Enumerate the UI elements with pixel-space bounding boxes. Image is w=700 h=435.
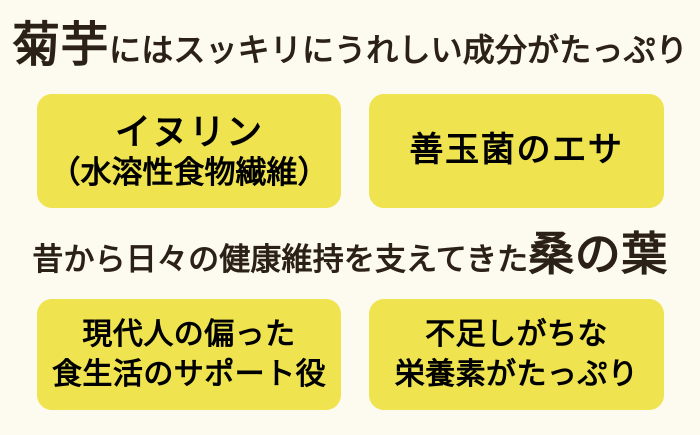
heading-kuwanoha-inner: 昔から日々の健康維持を支えてきた桑の葉	[32, 228, 667, 293]
heading-kikuimo: 菊芋にはスッキリにうれしい成分がたっぷり	[0, 18, 700, 74]
card-good-bacteria: 善玉菌のエサ	[369, 94, 664, 208]
card-modern-diet-line-2: 食生活のサポート役	[51, 357, 327, 391]
card-nutrients-line-1: 不足しがちな	[425, 317, 608, 351]
card-modern-diet: 現代人の偏った 食生活のサポート役	[37, 299, 341, 410]
card-good-bacteria-line-1: 善玉菌のエサ	[409, 131, 624, 170]
heading-kikuimo-emphasis: 菊芋	[12, 19, 110, 72]
heading-kuwanoha-rest: 昔から日々の健康維持を支えてきた	[32, 242, 529, 277]
heading-kikuimo-rest: にはスッキリにうれしい成分がたっぷり	[109, 32, 688, 68]
heading-kuwanoha-emphasis: 桑の葉	[528, 229, 668, 280]
card-modern-diet-line-1: 現代人の偏った	[82, 317, 296, 351]
card-nutrients: 不足しがちな 栄養素がたっぷり	[369, 299, 664, 410]
card-inulin-line-2: （水溶性食物繊維）	[49, 155, 329, 191]
heading-kuwanoha: 昔から日々の健康維持を支えてきた桑の葉	[0, 228, 700, 282]
card-inulin-line-1: イヌリン	[114, 110, 264, 152]
heading-kikuimo-inner: 菊芋にはスッキリにうれしい成分がたっぷり	[12, 18, 688, 85]
card-inulin: イヌリン （水溶性食物繊維）	[37, 94, 341, 208]
card-nutrients-line-2: 栄養素がたっぷり	[394, 357, 639, 391]
